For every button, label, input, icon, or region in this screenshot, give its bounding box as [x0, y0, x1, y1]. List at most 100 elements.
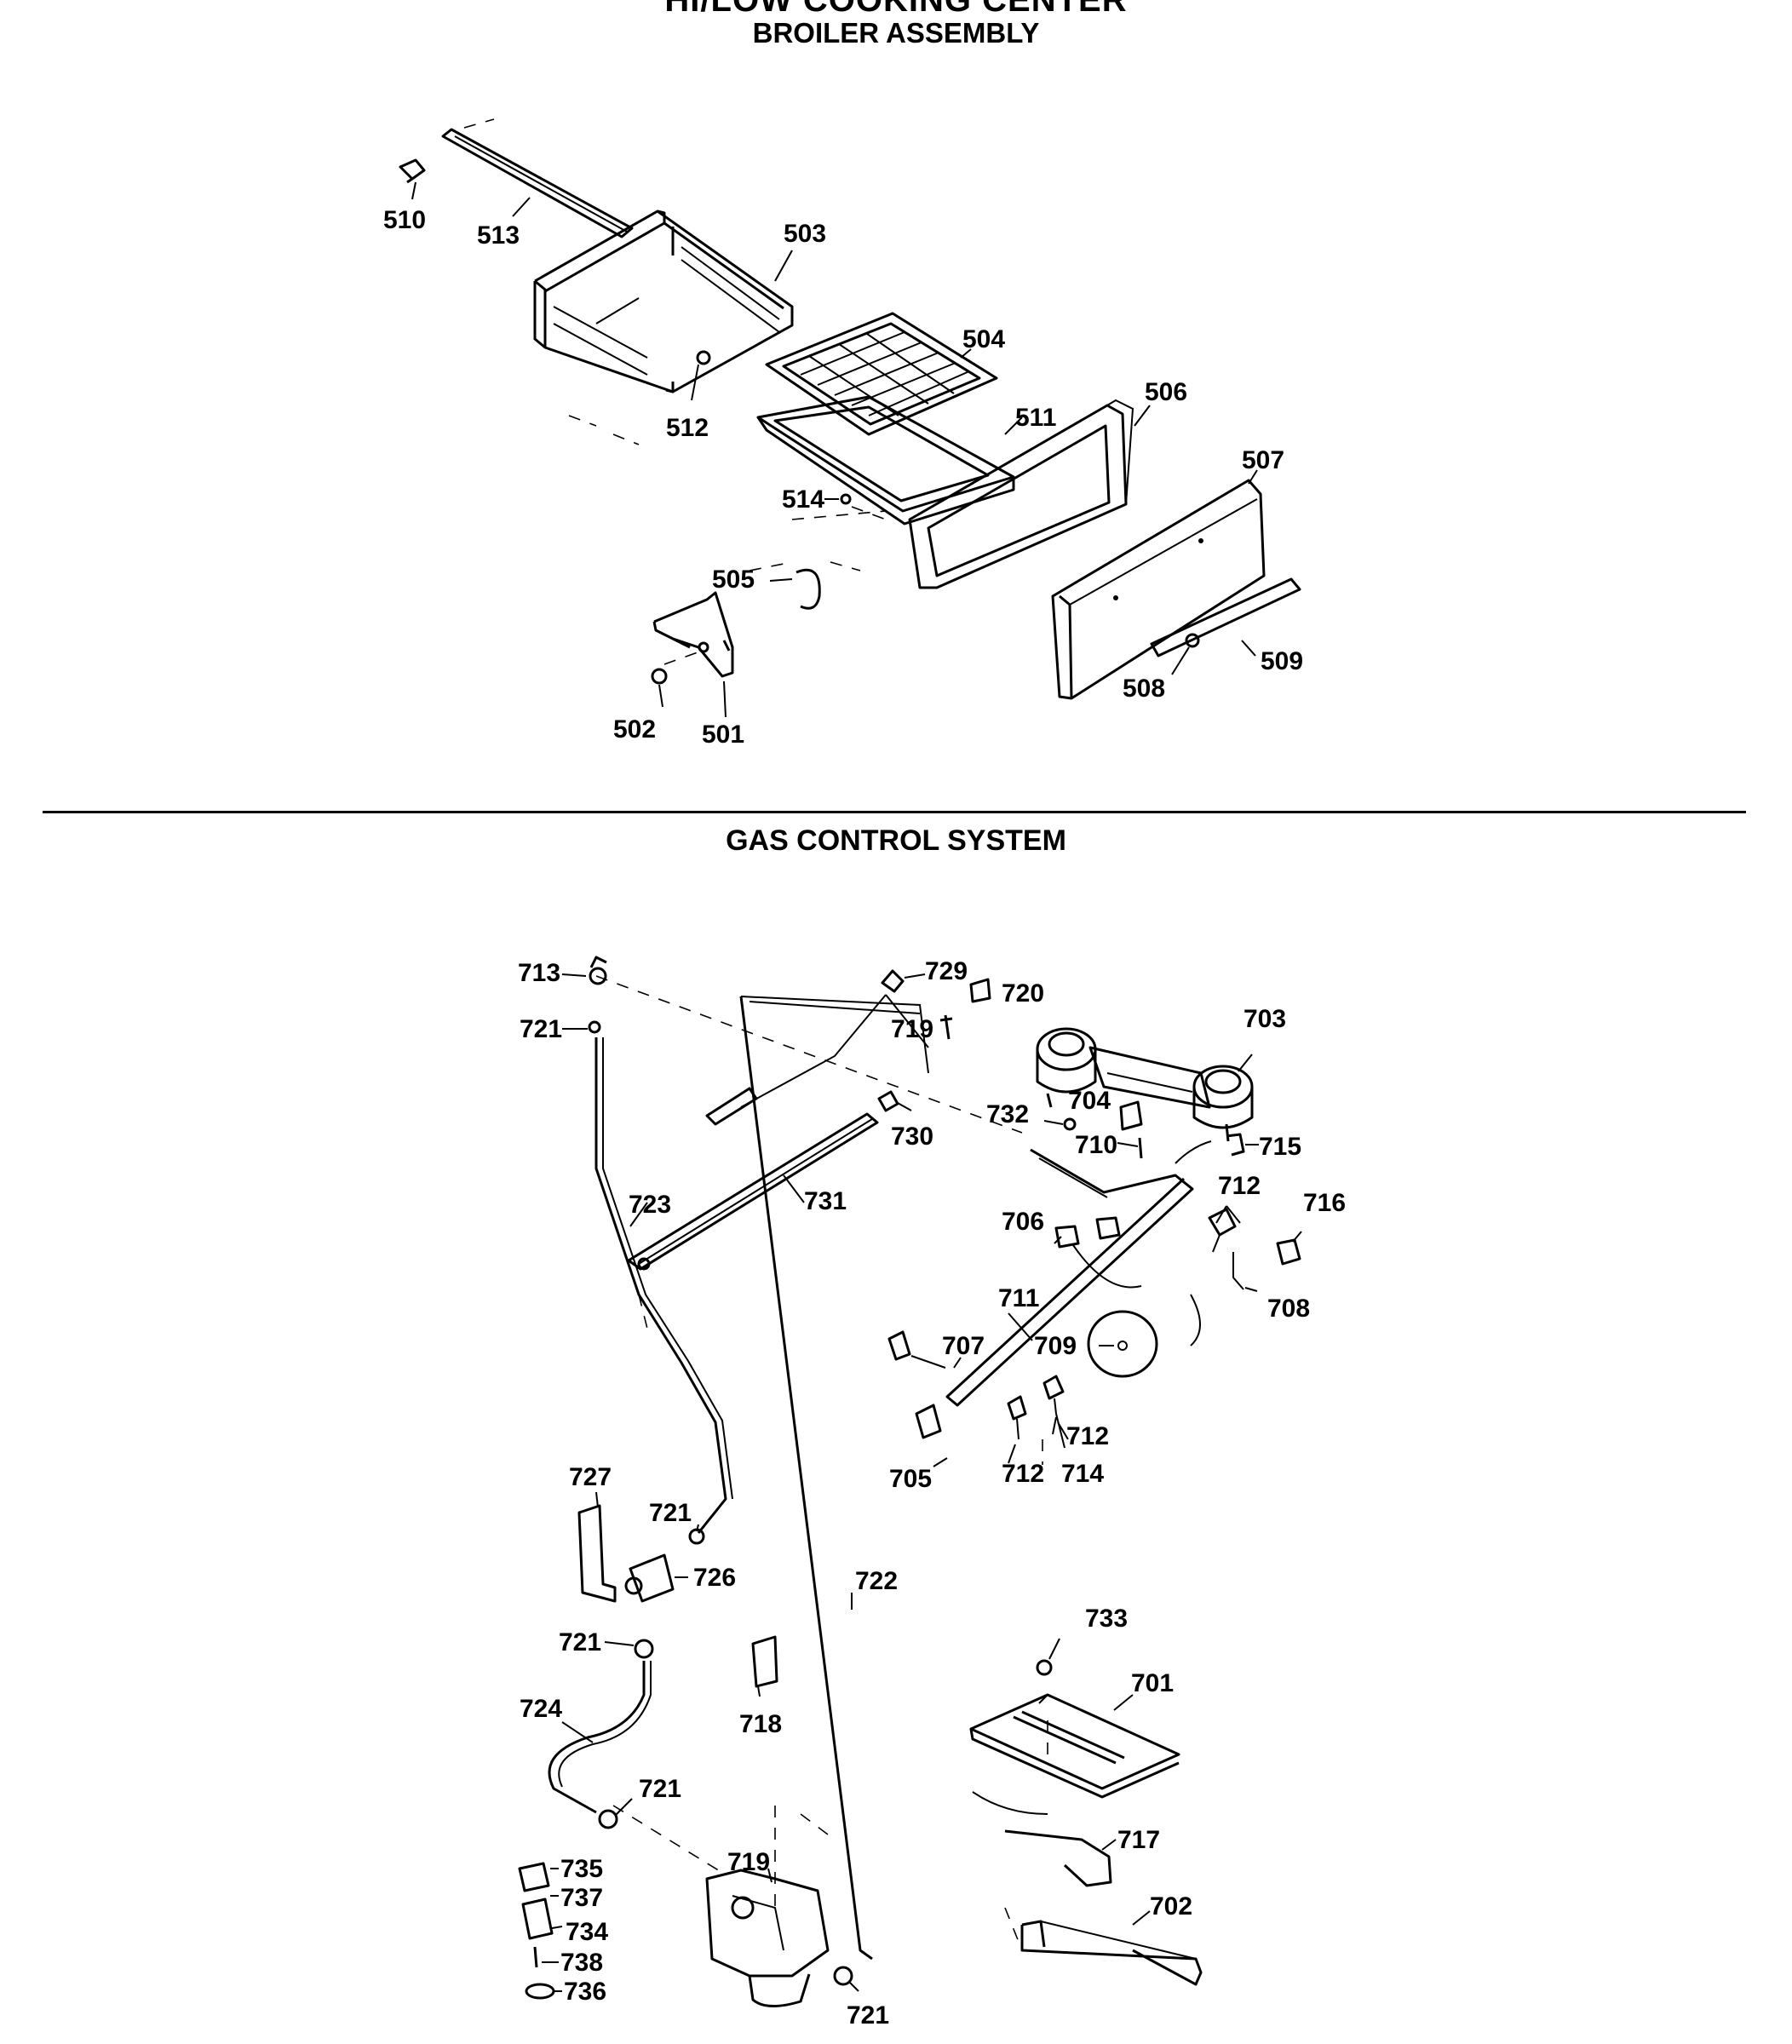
label-730: 730	[891, 1122, 933, 1151]
part-713-fitting	[561, 956, 607, 985]
label-734: 734	[566, 1918, 608, 1946]
part-717-burner-tube	[972, 1791, 1117, 1887]
part-712-valve-c	[1042, 1375, 1065, 1415]
section-divider	[43, 811, 1746, 813]
label-505: 505	[712, 566, 755, 594]
part-731-burner-tube	[627, 1112, 879, 1271]
part-732-clip	[1043, 1117, 1077, 1131]
label-733: 733	[1085, 1605, 1128, 1633]
label-717: 717	[1117, 1826, 1160, 1854]
part-701-broiler-burner-shield	[969, 1693, 1180, 1799]
label-710: 710	[1075, 1131, 1117, 1159]
label-711: 711	[998, 1284, 1039, 1312]
label-503: 503	[784, 220, 826, 248]
part-704-bracket	[1119, 1100, 1143, 1131]
part-721-fitting-e	[833, 1966, 859, 1992]
part-708-tube	[1190, 1252, 1258, 1346]
part-736-washer	[525, 1983, 562, 2000]
label-719-b: 719	[727, 1848, 770, 1876]
part-510-clip	[399, 158, 426, 184]
label-513: 513	[477, 221, 520, 250]
gas-control-system-title: GAS CONTROL SYSTEM	[726, 824, 1066, 857]
label-721-b: 721	[649, 1499, 692, 1527]
label-736: 736	[564, 1978, 606, 2006]
part-734-regulator	[521, 1898, 563, 1940]
part-514-screw	[824, 493, 887, 520]
label-721-e: 721	[847, 2001, 889, 2030]
part-712-valve-b	[1007, 1395, 1027, 1440]
part-719-electrode	[939, 1014, 953, 1040]
label-720: 720	[1002, 979, 1044, 1008]
label-712-a: 712	[1218, 1172, 1261, 1200]
part-724-tube	[548, 1661, 652, 1814]
label-737: 737	[560, 1884, 603, 1912]
part-738-stem	[533, 1946, 559, 1968]
part-716-switch	[1276, 1231, 1302, 1266]
label-708: 708	[1267, 1295, 1310, 1323]
label-703: 703	[1243, 1005, 1286, 1033]
label-712-c: 712	[1002, 1460, 1044, 1488]
part-709-disc	[1087, 1310, 1158, 1378]
label-509: 508	[1123, 675, 1165, 703]
label-504: 512	[666, 414, 709, 442]
part-714-tube	[1055, 1413, 1065, 1449]
part-508-door-handle	[1150, 577, 1301, 657]
label-501: 501	[702, 721, 744, 749]
label-721-a: 721	[520, 1015, 562, 1043]
label-506: 506	[1145, 378, 1187, 406]
part-733-nut	[1036, 1638, 1060, 1676]
part-721-fitting-a	[562, 1020, 601, 1034]
label-714: 714	[1061, 1460, 1104, 1488]
part-710-tube	[1117, 1137, 1212, 1164]
label-507: 507	[1242, 446, 1284, 474]
label-721-d: 721	[639, 1775, 681, 1803]
label-731: 731	[804, 1187, 847, 1215]
label-502: 502	[613, 715, 656, 744]
label-709: 709	[1034, 1332, 1077, 1360]
label-727: 727	[569, 1463, 612, 1491]
label-512: 504	[962, 325, 1005, 353]
part-705-knob	[915, 1404, 948, 1467]
label-702: 702	[1150, 1892, 1192, 1921]
label-713: 713	[518, 959, 560, 987]
label-738: 738	[560, 1949, 603, 1977]
label-724: 724	[520, 1695, 562, 1723]
part-721-fitting-d	[598, 1798, 633, 1829]
page-top-title: HI/LOW COOKING CENTER	[664, 0, 1128, 19]
label-707: 707	[942, 1332, 985, 1360]
label-729: 729	[925, 957, 968, 985]
label-511: 511	[1015, 404, 1056, 432]
part-509-screw	[1185, 633, 1200, 648]
part-513-rail	[441, 118, 634, 238]
part-723-tube	[594, 1037, 733, 1534]
label-701: 701	[1131, 1669, 1174, 1697]
part-507-door-panel	[1051, 479, 1266, 700]
part-501-bracket	[652, 591, 734, 678]
broiler-assembly-title: BROILER ASSEMBLY	[752, 17, 1040, 49]
label-722: 722	[855, 1567, 898, 1595]
part-506-door-frame	[908, 399, 1134, 589]
part-502-nut	[651, 668, 668, 685]
part-735-cap	[518, 1862, 559, 1892]
label-718: 718	[739, 1710, 782, 1738]
part-722-rod	[739, 996, 929, 1961]
gas-control-drawing: 713 729 720 721 719 703 732 704 730 710 …	[518, 956, 1346, 2030]
part-719-valve	[705, 1868, 830, 2007]
part-707-orifice	[887, 1330, 946, 1369]
broiler-assembly-drawing: 510 513 503 504 512 511 506 507 514 505 …	[383, 118, 1303, 749]
part-505-spring	[795, 561, 861, 610]
part-503-broiler-frame	[533, 210, 794, 393]
label-706: 706	[1002, 1208, 1044, 1236]
label-514: 514	[782, 485, 824, 514]
part-712-valve-a	[1208, 1205, 1241, 1253]
label-723: 723	[629, 1191, 671, 1219]
part-504-screw	[691, 350, 711, 401]
part-715-clip	[1226, 1133, 1259, 1157]
label-705: 705	[889, 1465, 932, 1493]
part-729-clip	[881, 969, 926, 993]
part-726-valve-body	[624, 1553, 688, 1603]
part-721-fitting-b	[688, 1528, 705, 1545]
label-735: 735	[560, 1855, 603, 1883]
label-732: 732	[986, 1100, 1029, 1128]
